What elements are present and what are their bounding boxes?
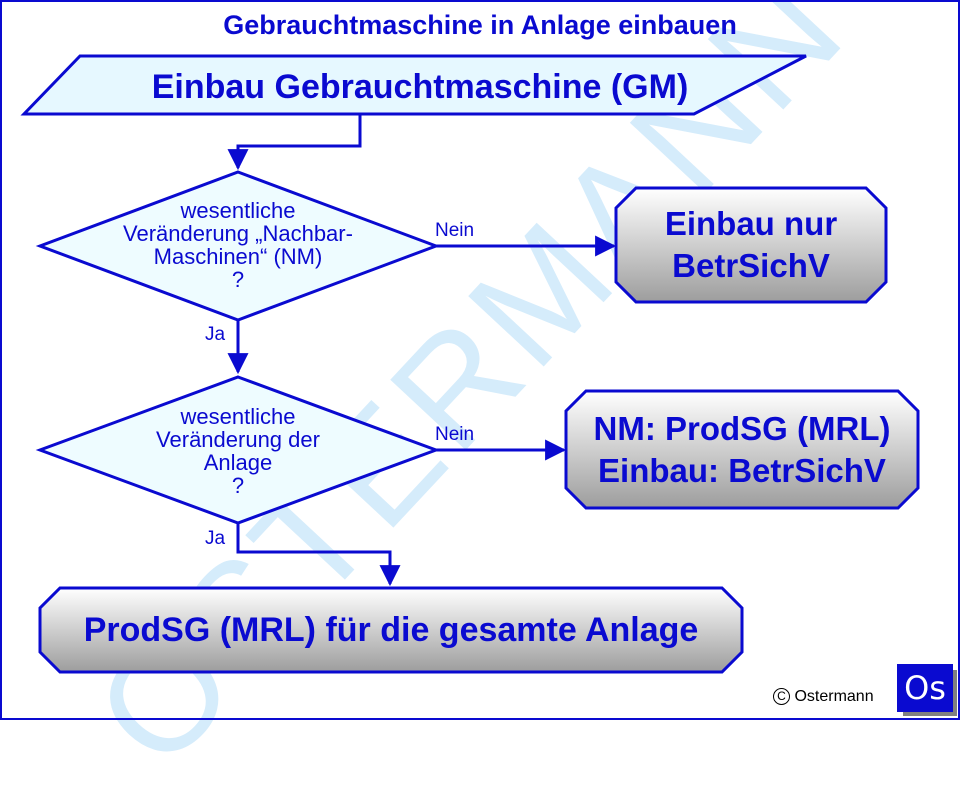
decision2-question: ?: [231, 473, 245, 498]
result3-box: [38, 586, 744, 674]
result3-line-1: ProdSG (MRL) für die gesamte Anlage: [83, 611, 699, 649]
decision2-line-1: wesentliche: [180, 404, 296, 429]
copyright-name: Ostermann: [794, 688, 874, 705]
os-logo: Os: [897, 664, 953, 712]
result2-box: [564, 389, 920, 510]
result1-line-1: Einbau nur: [664, 205, 838, 242]
decision1-question: ?: [231, 267, 245, 292]
copyright-symbol: C: [773, 688, 790, 705]
result1-box: [614, 186, 888, 304]
result2-label: NM: ProdSG (MRL) Einbau: BetrSichV: [566, 391, 918, 508]
decision2-no-label: Nein: [435, 424, 475, 445]
result2-line-1: NM: ProdSG (MRL): [593, 409, 891, 447]
decision1-no-label: Nein: [435, 220, 475, 241]
decision2-line-2: Veränderung der: [156, 427, 320, 452]
result3-label: ProdSG (MRL) für die gesamte Anlage: [40, 588, 742, 672]
copyright-notice: C Ostermann: [773, 688, 874, 706]
decision1-line-3: Maschinen“ (NM): [153, 244, 323, 269]
flowchart-canvas: [20, 54, 920, 674]
decision1-line-2: Veränderung „Nachbar-: [123, 221, 353, 246]
result1-label: Einbau nur BetrSichV: [616, 188, 886, 302]
decision2-line-3: Anlage: [203, 450, 273, 475]
result2-line-2: Einbau: BetrSichV: [598, 451, 886, 489]
decision1-line-1: wesentliche: [180, 198, 296, 223]
slide-frame: [0, 0, 960, 720]
connector-decision2-yes: [236, 523, 401, 587]
decision1-label: wesentliche Veränderung „Nachbar- Maschi…: [90, 199, 386, 291]
connector-start-to-decision1: [227, 114, 362, 171]
page-title: Gebrauchtmaschine in Anlage einbauen: [223, 10, 737, 40]
start-parallelogram: [20, 54, 807, 116]
decision2-yes-label: Ja: [205, 528, 226, 549]
start-label: Einbau Gebrauchtmaschine (GM): [151, 68, 689, 106]
decision2-label: wesentliche Veränderung der Anlage ?: [90, 405, 386, 497]
decision1-yes-label: Ja: [205, 324, 226, 345]
result1-line-2: BetrSichV: [672, 247, 830, 284]
